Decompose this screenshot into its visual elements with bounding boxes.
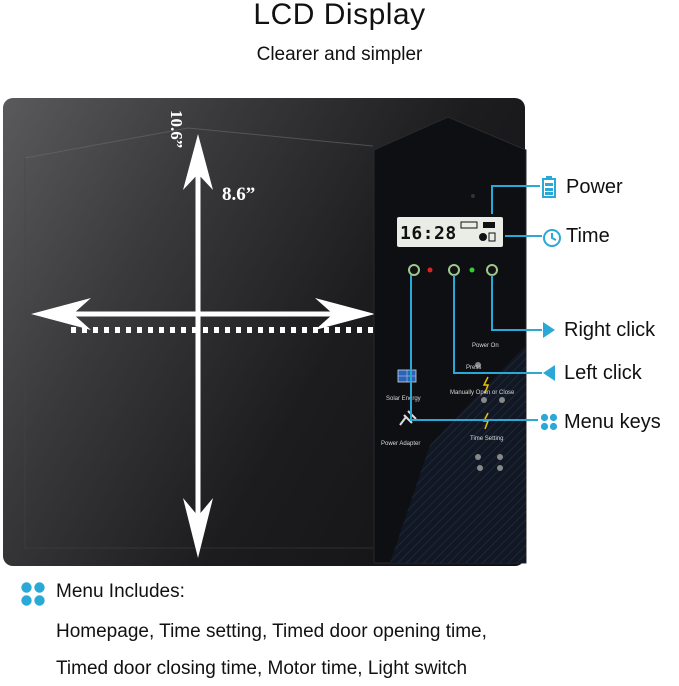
width-arrow-left [31,298,91,330]
callout-time: Time [566,225,610,247]
lcd-time: 16:28 [400,223,457,244]
board-graphics [24,127,375,558]
menu-line-1: Homepage, Time setting, Timed door openi… [56,621,487,642]
menu-button [408,264,420,276]
menu-keys-icon [540,413,558,431]
right-click-leader-line [491,275,542,331]
lcd-status-icons [460,221,496,242]
panel-label-adapter: Power Adapter [381,441,421,447]
height-arrow-bottom [183,498,213,558]
panel-label-manual: Manually Open or Close [450,390,515,396]
width-arrow-right [315,298,375,330]
status-led-red [427,267,433,273]
callout-power: Power [566,176,623,198]
left-click-leader-line [453,275,542,374]
battery-icon [542,176,556,198]
menu-line-2: Timed door closing time, Motor time, Lig… [56,658,468,679]
panel-label-time-setting: Time Setting [470,436,504,442]
page-title: LCD Display [253,0,426,31]
arrow-left-icon [543,365,555,381]
callout-menu-keys: Menu keys [564,411,661,433]
panel-label-press: Press [466,365,482,371]
panel-label-power-on: Power On [472,343,499,349]
menu-grid-icon [21,582,45,606]
power-leader-line [491,185,540,214]
lcd-screen: 16:28 [397,217,503,247]
page-subtitle: Clearer and simpler [256,44,423,65]
height-arrow-top [183,134,213,190]
menu-heading: Menu Includes: [56,581,185,602]
arrow-right-icon [543,322,555,338]
status-led-green [469,267,475,273]
menu-keys-leader-line [410,275,538,421]
callout-left-click: Left click [564,362,642,384]
width-dimension-label: 8.6” [222,184,256,205]
clock-icon [543,229,561,247]
callout-right-click: Right click [564,319,656,341]
panel-label-solar: Solar Energy [386,396,421,402]
